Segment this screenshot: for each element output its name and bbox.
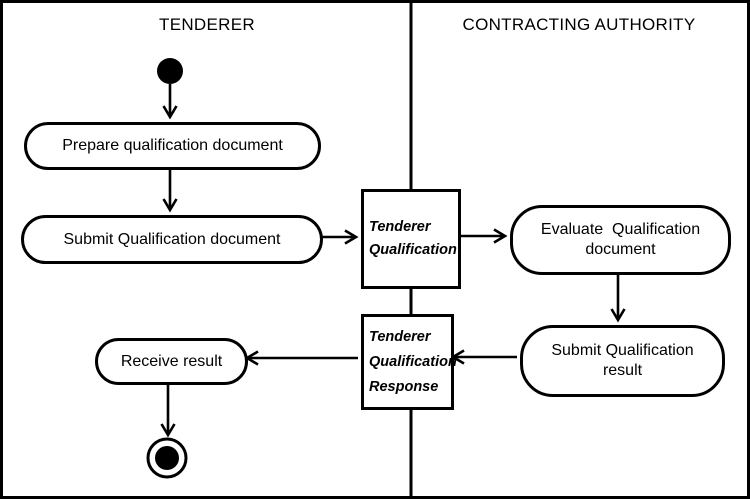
lane-title-tenderer: TENDERER bbox=[159, 15, 255, 34]
lane-title-contracting-authority: CONTRACTING AUTHORITY bbox=[462, 15, 696, 34]
object-label-line1: Tenderer bbox=[369, 219, 431, 235]
object-label-line2: Qualification bbox=[369, 242, 457, 258]
object-label-line2: Qualification bbox=[369, 353, 457, 370]
end-node-inner-circle-icon bbox=[155, 446, 179, 470]
activity-receive-result: Receive result bbox=[95, 338, 248, 385]
object-label-line3: Response bbox=[369, 378, 439, 395]
object-tenderer-qualification: Tenderer Qualification bbox=[361, 189, 461, 289]
activity-evaluate-qualification-document: Evaluate Qualification document bbox=[510, 205, 731, 275]
activity-label-line1: Submit Qualification bbox=[551, 342, 694, 359]
activity-label-line2: document bbox=[585, 241, 656, 258]
activity-submit-qualification-result: Submit Qualification result bbox=[520, 325, 725, 397]
object-label-line1: Tenderer bbox=[369, 328, 431, 345]
activity-label-line2: result bbox=[602, 362, 643, 379]
object-tenderer-qualification-response: Tenderer Qualification Response bbox=[361, 314, 457, 410]
activity-label-line1: Evaluate Qualification bbox=[540, 221, 701, 238]
activity-label: Prepare qualification document bbox=[62, 137, 283, 154]
activity-label: Receive result bbox=[120, 352, 223, 370]
start-node-icon bbox=[157, 58, 183, 84]
activity-prepare-qualification-document: Prepare qualification document bbox=[24, 122, 321, 170]
activity-submit-qualification-document: Submit Qualification document bbox=[21, 215, 323, 264]
activity-label: Submit Qualification document bbox=[63, 230, 281, 248]
